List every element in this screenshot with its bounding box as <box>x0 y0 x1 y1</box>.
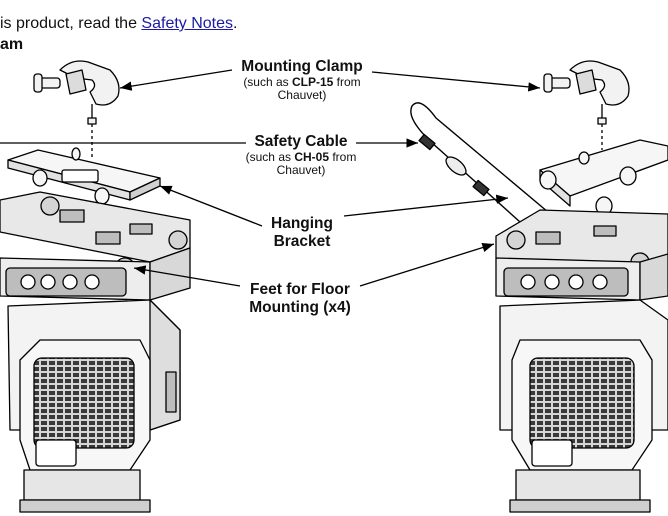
left-hanging-bracket <box>7 147 161 205</box>
right-head <box>499 299 668 513</box>
feet-line1: Feet for Floor <box>250 281 350 298</box>
left-base <box>0 191 191 301</box>
feet-line2: Mounting (x4) <box>249 299 351 316</box>
callout-hanging-bracket: Hanging Bracket <box>254 215 350 251</box>
callout-mounting-clamp: Mounting Clamp (such as CLP-15 from Chau… <box>232 58 372 102</box>
callout-safety-cable: Safety Cable (such as CH-05 from Chauvet… <box>236 133 366 177</box>
arrow-bracket-right <box>343 194 509 217</box>
mounting-clamp-subtitle: (such as CLP-15 from <box>243 75 361 89</box>
right-fixture <box>410 60 668 513</box>
arrow-feet-right <box>359 243 495 287</box>
arrow-clamp-left <box>119 69 233 91</box>
hanging-bracket-line2: Bracket <box>273 233 331 250</box>
callout-feet: Feet for Floor Mounting (x4) <box>236 281 364 317</box>
arrow-clamp-right <box>371 71 541 92</box>
safety-cable-title: Safety Cable <box>254 133 348 150</box>
safety-cable-subtitle: (such as CH-05 from <box>245 150 357 164</box>
leader-lines <box>0 69 541 287</box>
right-safety-cable <box>410 102 549 223</box>
safety-cable-subtitle-line2: Chauvet) <box>276 163 326 177</box>
left-head <box>7 299 181 513</box>
intro-text-before: is product, read the <box>0 15 142 32</box>
safety-notes-link[interactable]: Safety Notes <box>141 15 234 32</box>
arrow-feet-left <box>133 265 241 287</box>
intro-text-after: . <box>233 15 238 32</box>
mounting-clamp-title: Mounting Clamp <box>241 58 363 75</box>
hanging-bracket-line1: Hanging <box>271 215 333 232</box>
left-fixture <box>0 60 191 513</box>
left-mounting-clamp <box>33 60 120 125</box>
intro-text: is product, read the Safety Notes. <box>0 15 237 33</box>
right-base <box>495 209 668 301</box>
arrow-bracket-left <box>159 185 263 227</box>
right-hanging-bracket <box>539 139 668 216</box>
mounting-clamp-subtitle-line2: Chauvet) <box>277 88 327 102</box>
diagram-heading: am <box>0 36 24 53</box>
right-mounting-clamp <box>543 60 630 125</box>
